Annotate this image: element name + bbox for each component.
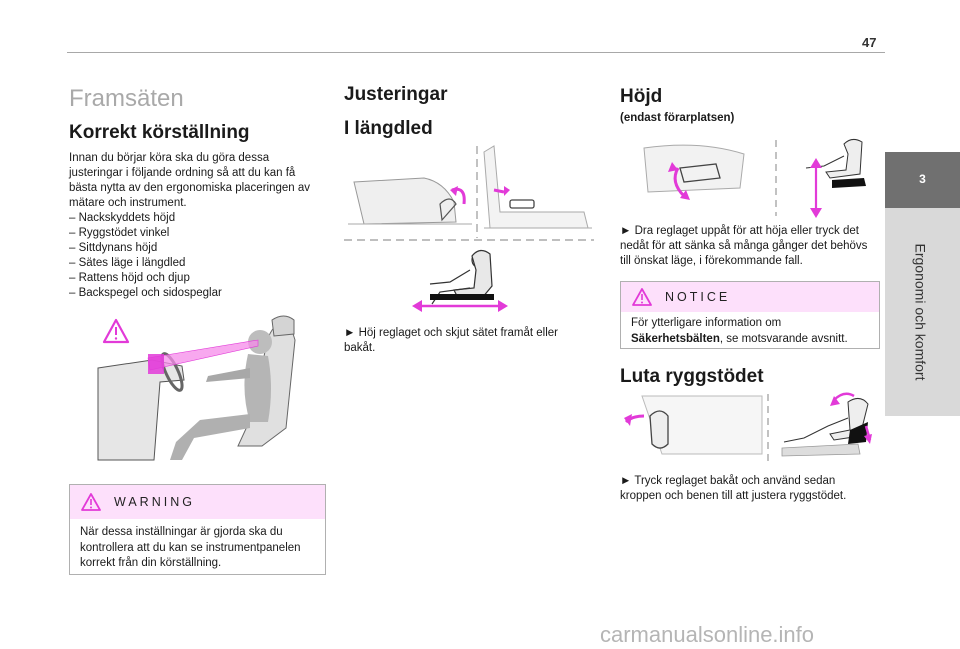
- seat-slide-illustration: [412, 249, 508, 312]
- warning-line: När dessa inställningar är gjorda ska du: [80, 526, 283, 538]
- instruction-line: till önskat läge, i förekommande fall.: [620, 255, 803, 267]
- intro-line: justeringar i följande ordning så att du…: [69, 167, 296, 179]
- height-instruction: ► Dra reglaget uppåt för att höja eller …: [620, 224, 880, 269]
- list-item: – Sittdynans höjd: [69, 242, 158, 254]
- heading-luta-ryggstodet: Luta ryggstödet: [620, 366, 764, 387]
- section-title: Framsäten: [69, 85, 184, 112]
- chapter-tab-title-bg: [885, 208, 960, 416]
- notice-line-2: Säkerhetsbälten, se motsvarande avsnitt.: [631, 332, 869, 348]
- height-note: (endast förarplatsen): [620, 112, 735, 124]
- intro-paragraph: Innan du börjar köra ska du göra dessa j…: [69, 151, 329, 301]
- heading-korrekt-wrap: Korrekt körställning: [69, 122, 250, 144]
- intro-line: bästa nytta av den ergonomiska placering…: [69, 182, 311, 194]
- notice-label: NOTICE: [665, 290, 731, 304]
- instruction-line: ► Tryck reglaget bakåt och använd sedan: [620, 475, 836, 487]
- heading-korrekt-korstallning: Korrekt körställning: [69, 122, 250, 143]
- list-item: – Rattens höjd och djup: [69, 272, 190, 284]
- height-control-illustration: [643, 138, 866, 218]
- chapter-tab-number-bg: [885, 152, 960, 208]
- chapter-title-wrap: Ergonomi och komfort: [905, 208, 935, 416]
- heading-hojd: Höjd: [620, 86, 663, 107]
- warning-header: WARNING: [70, 485, 325, 519]
- notice-text: För ytterligare information om Säkerhets…: [621, 312, 879, 351]
- longitudinal-instruction: ► Höj reglaget och skjut sätet framåt el…: [344, 326, 589, 356]
- warning-box: WARNING När dessa inställningar är gjord…: [69, 484, 326, 575]
- heading-luta-wrap: Luta ryggstödet: [620, 366, 764, 388]
- list-item: – Ryggstödet vinkel: [69, 227, 170, 239]
- list-item: – Nackskyddets höjd: [69, 212, 176, 224]
- warning-line: kontrollera att du kan se instrumentpane…: [80, 541, 301, 554]
- warning-triangle-icon: [81, 493, 101, 511]
- heading-i-langdled: I längdled: [344, 118, 433, 139]
- notice-header: NOTICE: [621, 282, 879, 312]
- header-rule: [67, 52, 885, 53]
- instruction-line: ► Höj reglaget och skjut sätet framåt el…: [344, 327, 559, 339]
- backrest-control-illustration: [624, 392, 872, 464]
- watermark: carmanualsonline.info: [600, 622, 815, 647]
- warning-line: korrekt från din körställning.: [80, 557, 222, 569]
- list-item: – Sätes läge i längdled: [69, 257, 186, 269]
- notice-link-text: Säkerhetsbälten: [631, 332, 720, 345]
- instruction-line: kroppen och benen till att justera ryggs…: [620, 490, 847, 502]
- warning-triangle-icon: [102, 318, 130, 344]
- instruction-line: nedåt för att sänka så många gånger det …: [620, 240, 868, 252]
- heading-hojd-wrap: Höjd: [620, 86, 662, 108]
- instruction-line: bakåt.: [344, 342, 376, 354]
- longitudinal-control-illustration: [344, 145, 594, 241]
- heading-justeringar: Justeringar: [344, 84, 448, 105]
- section-title-wrap: Framsäten: [69, 85, 184, 113]
- page-number: 47: [862, 35, 877, 50]
- notice-rest: , se motsvarande avsnitt.: [719, 332, 848, 345]
- warning-text: När dessa inställningar är gjorda ska du…: [70, 519, 325, 578]
- chapter-number: 3: [919, 172, 926, 186]
- warning-label: WARNING: [114, 495, 195, 509]
- intro-line: mätare och instrument.: [69, 197, 187, 209]
- backrest-instruction: ► Tryck reglaget bakåt och använd sedan …: [620, 474, 880, 504]
- heading-justeringar-wrap: Justeringar: [344, 84, 447, 106]
- notice-line: För ytterligare information om: [631, 317, 782, 329]
- notice-box: NOTICE För ytterligare information om Sä…: [620, 281, 880, 349]
- notice-triangle-icon: [632, 288, 652, 306]
- chapter-title: Ergonomi och komfort: [912, 243, 929, 381]
- list-item: – Backspegel och sidospeglar: [69, 287, 222, 299]
- intro-line: Innan du börjar köra ska du göra dessa: [69, 152, 270, 164]
- heading-langdled-wrap: I längdled: [344, 118, 433, 140]
- instruction-line: ► Dra reglaget uppåt för att höja eller …: [620, 225, 859, 237]
- driving-position-illustration: [97, 315, 296, 461]
